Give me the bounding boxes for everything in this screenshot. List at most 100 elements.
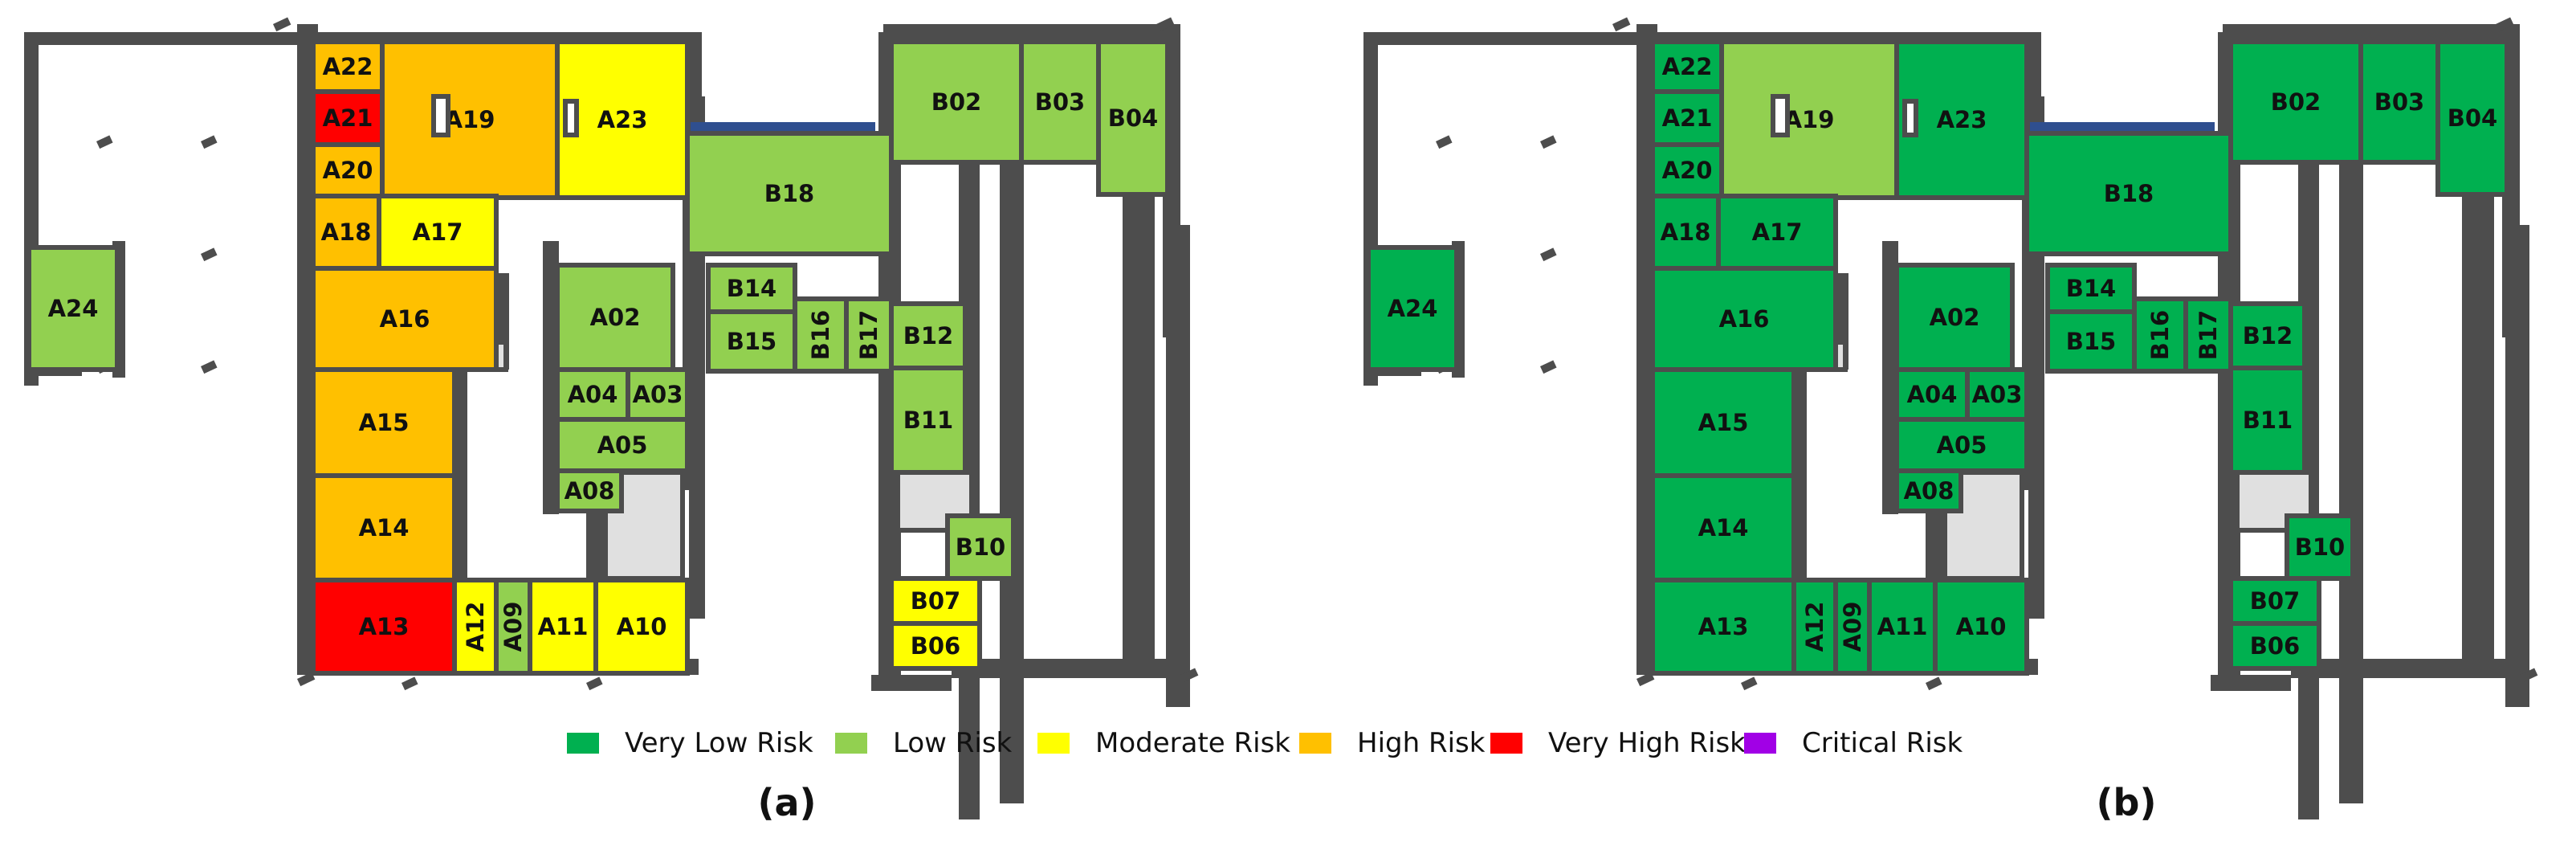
- column-marker: [431, 94, 450, 137]
- wall-stub: [2520, 668, 2538, 683]
- wall-stub: [200, 247, 218, 262]
- room-a15: A15: [1650, 367, 1796, 478]
- room-a05: A05: [555, 417, 690, 473]
- room-a05: A05: [1894, 417, 2029, 473]
- window-strip: [691, 122, 875, 132]
- room-label: A24: [48, 295, 99, 322]
- room-b14: B14: [706, 263, 797, 314]
- wall-stub: [1741, 676, 1758, 691]
- column-marker: [1771, 94, 1790, 137]
- room-label: B06: [2250, 632, 2300, 660]
- room-label: B02: [2271, 88, 2321, 116]
- wall-stub: [401, 676, 418, 691]
- room-a14: A14: [1650, 473, 1796, 582]
- room-fill: [2285, 513, 2355, 581]
- legend-item-very-high: Very High Risk: [1490, 727, 1746, 759]
- room-label: A03: [633, 381, 683, 408]
- room-fill: [452, 578, 499, 676]
- room-b10: B10: [2285, 513, 2355, 581]
- room-a13: A13: [311, 578, 457, 676]
- room-label: A14: [359, 514, 410, 542]
- room-label: A10: [1956, 613, 2007, 640]
- legend-swatch: [835, 733, 867, 754]
- legend-item-very-low: Very Low Risk: [567, 727, 813, 759]
- room-fill: [593, 578, 690, 676]
- room-label: B07: [911, 587, 960, 615]
- room-label: A20: [1662, 157, 1713, 184]
- room-b17: B17: [844, 296, 894, 374]
- room-label: A17: [413, 219, 463, 246]
- room-b15: B15: [706, 309, 797, 374]
- room-a13: A13: [1650, 578, 1796, 676]
- room-label: A21: [323, 104, 373, 132]
- room-b14: B14: [2045, 263, 2137, 314]
- room-a17: A17: [377, 194, 499, 271]
- legend-item-low: Low Risk: [835, 727, 1013, 759]
- room-b04: B04: [2435, 39, 2509, 197]
- room-label: B12: [903, 322, 953, 349]
- room-fill: [555, 417, 690, 473]
- room-a19: A19: [1719, 39, 1899, 200]
- room-a11: A11: [528, 578, 598, 676]
- room-b12: B12: [2228, 301, 2307, 370]
- wall-stub: [1926, 676, 1942, 691]
- legend-swatch: [1037, 733, 1070, 754]
- room-a18: A18: [1650, 194, 1721, 271]
- wall-segment: [2462, 193, 2494, 659]
- legend-label: Very Low Risk: [625, 727, 813, 759]
- wall-stub: [96, 135, 113, 149]
- room-fill: [2358, 39, 2440, 165]
- room-label: B07: [2250, 587, 2300, 615]
- room-label: A10: [617, 613, 667, 640]
- room-a10: A10: [593, 578, 690, 676]
- room-fill: [2024, 131, 2233, 256]
- room-b18: B18: [2024, 131, 2233, 256]
- column-marker: [1902, 99, 1918, 137]
- room-a21: A21: [1650, 89, 1724, 147]
- room-fill: [1894, 468, 1963, 513]
- room-label: A04: [568, 381, 618, 408]
- room-label: A23: [1937, 106, 1987, 133]
- room-a04: A04: [555, 367, 630, 422]
- wall-stub: [201, 360, 218, 374]
- room-a12: A12: [452, 578, 499, 676]
- room-label: A13: [1698, 613, 1749, 640]
- room-label: A09: [499, 602, 527, 652]
- wall-segment: [24, 32, 321, 45]
- room-label: B02: [931, 88, 981, 116]
- room-a14: A14: [311, 473, 457, 582]
- room-label: A15: [359, 409, 410, 436]
- room-b10: B10: [945, 513, 1016, 581]
- wall-stub: [1540, 360, 1557, 374]
- room-label: B17: [2195, 310, 2222, 360]
- room-a24: A24: [1366, 245, 1459, 372]
- room-b07: B07: [889, 576, 982, 626]
- wall-segment: [2223, 24, 2520, 42]
- wall-stub: [1636, 672, 1655, 687]
- room-fill: [889, 621, 982, 671]
- legend-label: Very High Risk: [1548, 727, 1746, 759]
- room-label: A16: [380, 305, 430, 333]
- room-label: B18: [764, 180, 814, 207]
- room-label: A19: [1784, 106, 1835, 133]
- room-a16: A16: [311, 266, 499, 372]
- wall-stub: [273, 17, 291, 32]
- room-a19: A19: [380, 39, 560, 200]
- room-label: A02: [590, 304, 641, 331]
- room-label: A17: [1752, 219, 1803, 246]
- room-label: A05: [597, 431, 648, 459]
- room-a12: A12: [1791, 578, 1838, 676]
- room-label: B10: [2295, 533, 2345, 561]
- room-b06: B06: [2228, 621, 2321, 671]
- room-fill: [1366, 245, 1459, 372]
- column-marker: [563, 99, 579, 137]
- room-label: B16: [2146, 310, 2174, 360]
- room-label: B17: [855, 310, 882, 360]
- room-a02: A02: [1894, 263, 2015, 372]
- legend-swatch: [567, 733, 599, 754]
- room-fill: [311, 266, 499, 372]
- room-label: A16: [1719, 305, 1770, 333]
- panel-label-b: (b): [2097, 781, 2157, 824]
